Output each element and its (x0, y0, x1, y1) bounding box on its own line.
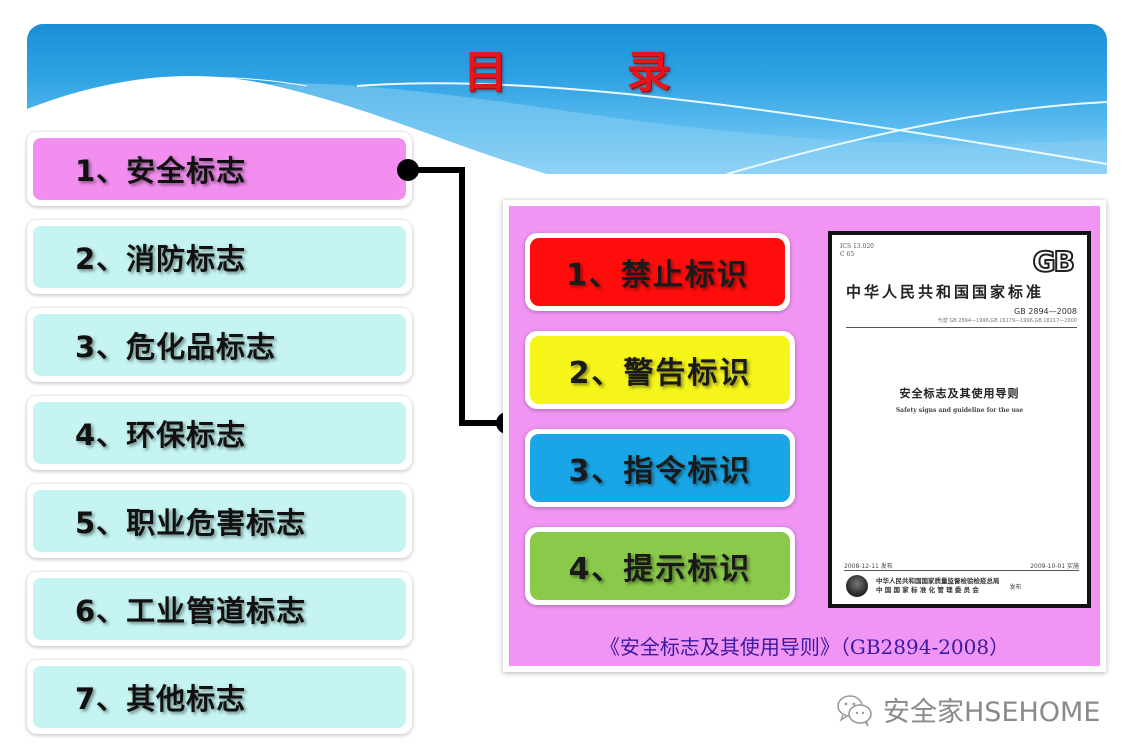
divider (846, 327, 1077, 328)
detail-panel-body: 1、禁止标识 2、警告标识 3、指令标识 4、提示标识 ICS 13.020 C… (509, 206, 1100, 666)
document-caption: 《安全标志及其使用导则》（GB2894-2008） (599, 635, 1010, 659)
toc-item-label: 7、其他标志 (33, 666, 406, 728)
category-label: 3、指令标识 (530, 434, 790, 502)
toc-item-occupational-hazard-signs[interactable]: 5、职业危害标志 (27, 484, 412, 558)
issuer-line-1: 中华人民共和国国家质量监督检验检疫总局 (876, 577, 1000, 585)
toc-item-other-signs[interactable]: 7、其他标志 (27, 660, 412, 734)
document-title-en: Safety signs and guideline for the use (895, 407, 1024, 414)
wechat-icon (837, 694, 872, 726)
toc-item-label: 5、职业危害标志 (33, 490, 406, 552)
page-title: 目 录 (463, 47, 723, 98)
issuer-names: 中华人民共和国国家质量监督检验检疫总局 中 国 国 家 标 准 化 管 理 委 … (876, 577, 1000, 595)
gb-logo-icon: GB (1032, 244, 1076, 279)
implement-date: 2009-10-01 实施 (1030, 563, 1079, 570)
issue-date: 2008-12-11 发布 (844, 563, 893, 570)
standard-number: GB 2894—2008 (1014, 307, 1077, 316)
watermark-text: 安全家HSEHOME (883, 697, 1101, 728)
ics-code: ICS 13.020 (840, 243, 874, 250)
national-standard-heading: 中华人民共和国国家标准 (846, 283, 1045, 301)
category-prohibition-button[interactable]: 1、禁止标识 (525, 233, 790, 311)
standard-document-cover: ICS 13.020 C 65 GB 中华人民共和国国家标准 GB 2894—2… (828, 231, 1091, 608)
toc-item-environmental-signs[interactable]: 4、环保标志 (27, 396, 412, 470)
category-label: 1、禁止标识 (530, 238, 785, 306)
category-warning-button[interactable]: 2、警告标识 (525, 331, 795, 409)
toc-list: 1、安全标志 2、消防标志 3、危化品标志 4、环保标志 5、职业危害标志 6、… (27, 132, 412, 748)
issuer-line-2: 中 国 国 家 标 准 化 管 理 委 员 会 (876, 586, 979, 594)
toc-item-fire-signs[interactable]: 2、消防标志 (27, 220, 412, 294)
toc-item-label: 1、安全标志 (33, 138, 406, 200)
toc-item-safety-signs[interactable]: 1、安全标志 (27, 132, 412, 206)
toc-item-industrial-pipeline-signs[interactable]: 6、工业管道标志 (27, 572, 412, 646)
watermark: 安全家HSEHOME (835, 690, 1100, 729)
toc-item-label: 2、消防标志 (33, 226, 406, 288)
toc-item-label: 6、工业管道标志 (33, 578, 406, 640)
toc-item-label: 3、危化品标志 (33, 314, 406, 376)
national-emblem-icon (846, 575, 868, 597)
toc-item-hazmat-signs[interactable]: 3、危化品标志 (27, 308, 412, 382)
issuer-block: 中华人民共和国国家质量监督检验检疫总局 中 国 国 家 标 准 化 管 理 委 … (846, 575, 1022, 597)
detail-panel: 1、禁止标识 2、警告标识 3、指令标识 4、提示标识 ICS 13.020 C… (503, 200, 1106, 672)
published-label: 发布 (1009, 583, 1022, 591)
category-label: 4、提示标识 (530, 532, 790, 600)
replaces-note: 代替 GB 2894—1996,GB 16179—1996,GB 18217—2… (937, 318, 1077, 324)
category-label: 2、警告标识 (530, 336, 790, 404)
document-title-cn: 安全标志及其使用导则 (899, 387, 1020, 400)
divider (844, 570, 1079, 571)
toc-item-label: 4、环保标志 (33, 402, 406, 464)
ccs-code: C 65 (840, 251, 855, 258)
category-information-button[interactable]: 4、提示标识 (525, 527, 795, 605)
document-dates: 2008-12-11 发布 2009-10-01 实施 (844, 561, 1079, 570)
category-mandatory-button[interactable]: 3、指令标识 (525, 429, 795, 507)
